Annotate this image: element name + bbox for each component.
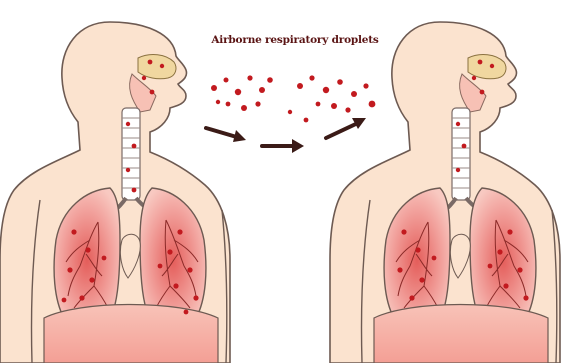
arrow-left <box>206 128 246 142</box>
droplet <box>102 256 107 261</box>
droplet <box>224 78 229 83</box>
droplet <box>187 267 192 272</box>
droplet <box>158 264 163 269</box>
droplet <box>488 264 493 269</box>
droplet <box>167 249 172 254</box>
droplet <box>216 100 220 104</box>
droplet <box>456 168 460 172</box>
droplet <box>142 76 146 80</box>
droplet <box>247 75 252 80</box>
droplet <box>507 229 512 234</box>
droplet <box>490 64 494 68</box>
droplet <box>67 267 72 272</box>
droplet <box>419 277 424 282</box>
droplet <box>409 295 414 300</box>
diagram-title: Airborne respiratory droplets <box>205 34 385 46</box>
droplet <box>241 105 247 111</box>
droplet <box>85 247 90 252</box>
droplet <box>456 122 460 126</box>
droplet <box>184 310 189 315</box>
droplet <box>323 87 329 93</box>
droplet <box>297 83 303 89</box>
droplet <box>397 267 402 272</box>
droplet <box>369 101 376 108</box>
droplet <box>148 60 153 65</box>
droplet <box>345 107 350 112</box>
droplet <box>517 267 522 272</box>
droplet <box>288 110 292 114</box>
droplet <box>523 295 528 300</box>
droplet <box>304 118 309 123</box>
droplet <box>177 229 182 234</box>
droplet <box>193 295 198 300</box>
droplet <box>497 249 502 254</box>
droplet <box>480 90 485 95</box>
droplet <box>71 229 76 234</box>
droplet <box>89 277 94 282</box>
droplet <box>62 298 67 303</box>
droplet <box>126 122 130 126</box>
droplet <box>259 87 265 93</box>
droplet <box>415 247 420 252</box>
droplet <box>331 103 337 109</box>
droplet <box>132 188 137 193</box>
droplet <box>267 77 273 83</box>
droplet <box>255 101 260 106</box>
droplet <box>211 85 217 91</box>
droplet <box>173 283 178 288</box>
source-person <box>0 22 230 363</box>
droplet <box>132 144 137 149</box>
droplet <box>126 168 130 172</box>
droplet <box>160 64 164 68</box>
arrow-middle <box>262 139 304 153</box>
droplet <box>337 79 343 85</box>
droplet <box>478 60 483 65</box>
droplet <box>472 76 476 80</box>
droplet <box>401 229 406 234</box>
arrow-right <box>326 118 366 138</box>
droplet <box>462 144 467 149</box>
droplet <box>363 83 368 88</box>
droplet <box>79 295 84 300</box>
droplet <box>432 256 437 261</box>
recipient-person <box>330 22 560 363</box>
droplet <box>235 89 241 95</box>
droplet <box>503 283 508 288</box>
droplet <box>351 91 357 97</box>
droplet <box>150 90 155 95</box>
droplet <box>309 75 314 80</box>
droplet <box>226 102 231 107</box>
droplet <box>316 102 321 107</box>
